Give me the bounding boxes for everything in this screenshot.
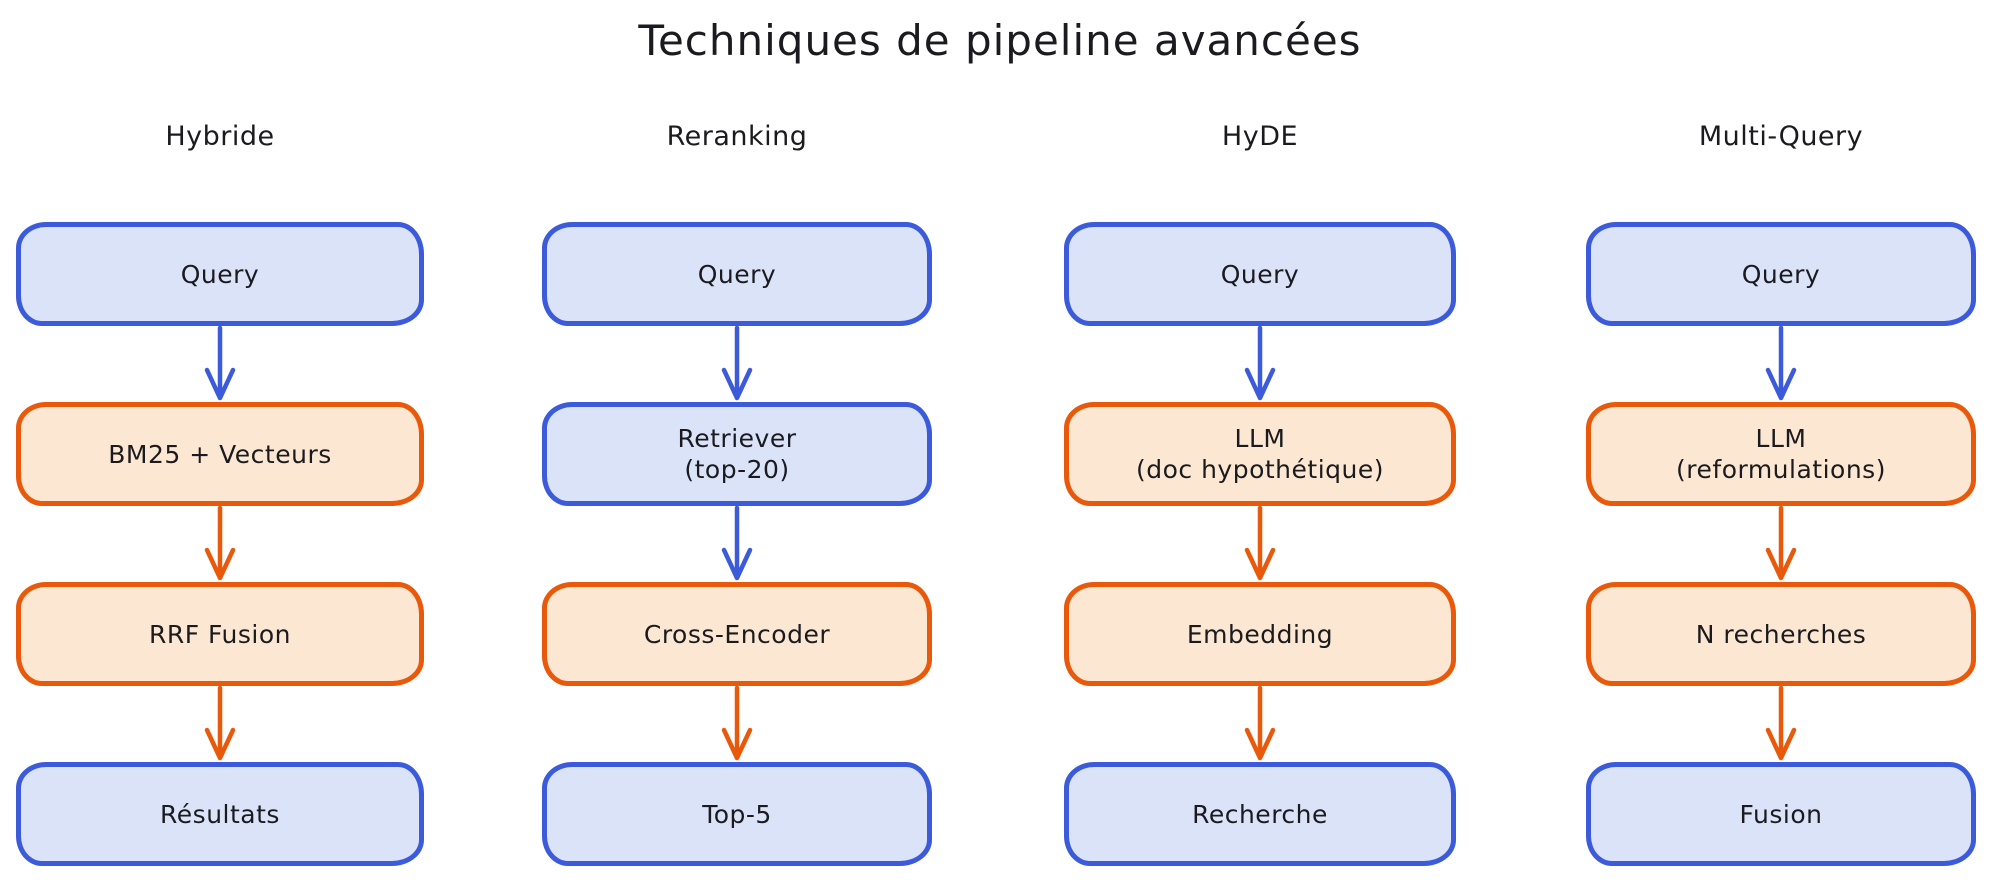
node-llm-doc-hypothetique: LLM (doc hypothétique) (1064, 402, 1456, 506)
column-header: Hybride (165, 120, 275, 152)
column-multi-query: Multi-Query Query LLM (reformulations) N… (1586, 112, 1976, 866)
node-query: Query (1586, 222, 1976, 326)
node-label: BM25 + Vecteurs (108, 439, 332, 469)
column-header: HyDE (1221, 120, 1299, 152)
column-hyde: HyDE Query LLM (doc hypothétique) Embedd… (1064, 112, 1456, 866)
node-label: Top-5 (702, 799, 772, 829)
diagram-title: Techniques de pipeline avancées (638, 16, 1362, 65)
column-hybride: Hybride Query BM25 + Vecteurs RRF Fusion… (16, 112, 424, 866)
node-label: Query (1741, 259, 1821, 289)
node-query: Query (542, 222, 932, 326)
node-retriever-top20: Retriever (top-20) (542, 402, 932, 506)
arrow-down-icon (200, 686, 240, 762)
arrow-down-icon (717, 686, 757, 762)
node-fusion: Fusion (1586, 762, 1976, 866)
node-label: Query (1220, 259, 1300, 289)
node-label: N recherches (1695, 619, 1867, 649)
node-label: Cross-Encoder (643, 619, 831, 649)
arrow-down-icon (1761, 326, 1801, 402)
node-top-5: Top-5 (542, 762, 932, 866)
node-label-line2: (top-20) (684, 455, 790, 484)
arrow-down-icon (717, 506, 757, 582)
arrow-down-icon (200, 506, 240, 582)
column-header: Reranking (666, 120, 808, 152)
arrow-down-icon (1761, 506, 1801, 582)
arrow-down-icon (717, 326, 757, 402)
column-reranking: Reranking Query Retriever (top-20) Cross… (542, 112, 932, 866)
node-label-line2: (doc hypothétique) (1135, 455, 1385, 484)
node-label: LLM (1234, 424, 1286, 453)
node-llm-reformulations: LLM (reformulations) (1586, 402, 1976, 506)
node-label: LLM (1755, 424, 1807, 453)
node-embedding: Embedding (1064, 582, 1456, 686)
arrow-down-icon (200, 326, 240, 402)
node-cross-encoder: Cross-Encoder (542, 582, 932, 686)
node-label: Recherche (1192, 799, 1328, 829)
node-recherche: Recherche (1064, 762, 1456, 866)
node-rrf-fusion: RRF Fusion (16, 582, 424, 686)
node-label: Résultats (160, 799, 280, 829)
node-bm25-vecteurs: BM25 + Vecteurs (16, 402, 424, 506)
node-label: Embedding (1186, 619, 1334, 649)
node-query: Query (16, 222, 424, 326)
arrow-down-icon (1240, 326, 1280, 402)
node-resultats: Résultats (16, 762, 424, 866)
node-query: Query (1064, 222, 1456, 326)
arrow-down-icon (1761, 686, 1801, 762)
arrow-down-icon (1240, 506, 1280, 582)
node-label: Query (697, 259, 777, 289)
column-header: Multi-Query (1698, 120, 1864, 152)
node-n-recherches: N recherches (1586, 582, 1976, 686)
node-label: RRF Fusion (148, 619, 292, 649)
node-label-line2: (reformulations) (1676, 455, 1886, 484)
node-label: Retriever (677, 424, 797, 453)
arrow-down-icon (1240, 686, 1280, 762)
node-label: Query (180, 259, 260, 289)
node-label: Fusion (1739, 799, 1823, 829)
